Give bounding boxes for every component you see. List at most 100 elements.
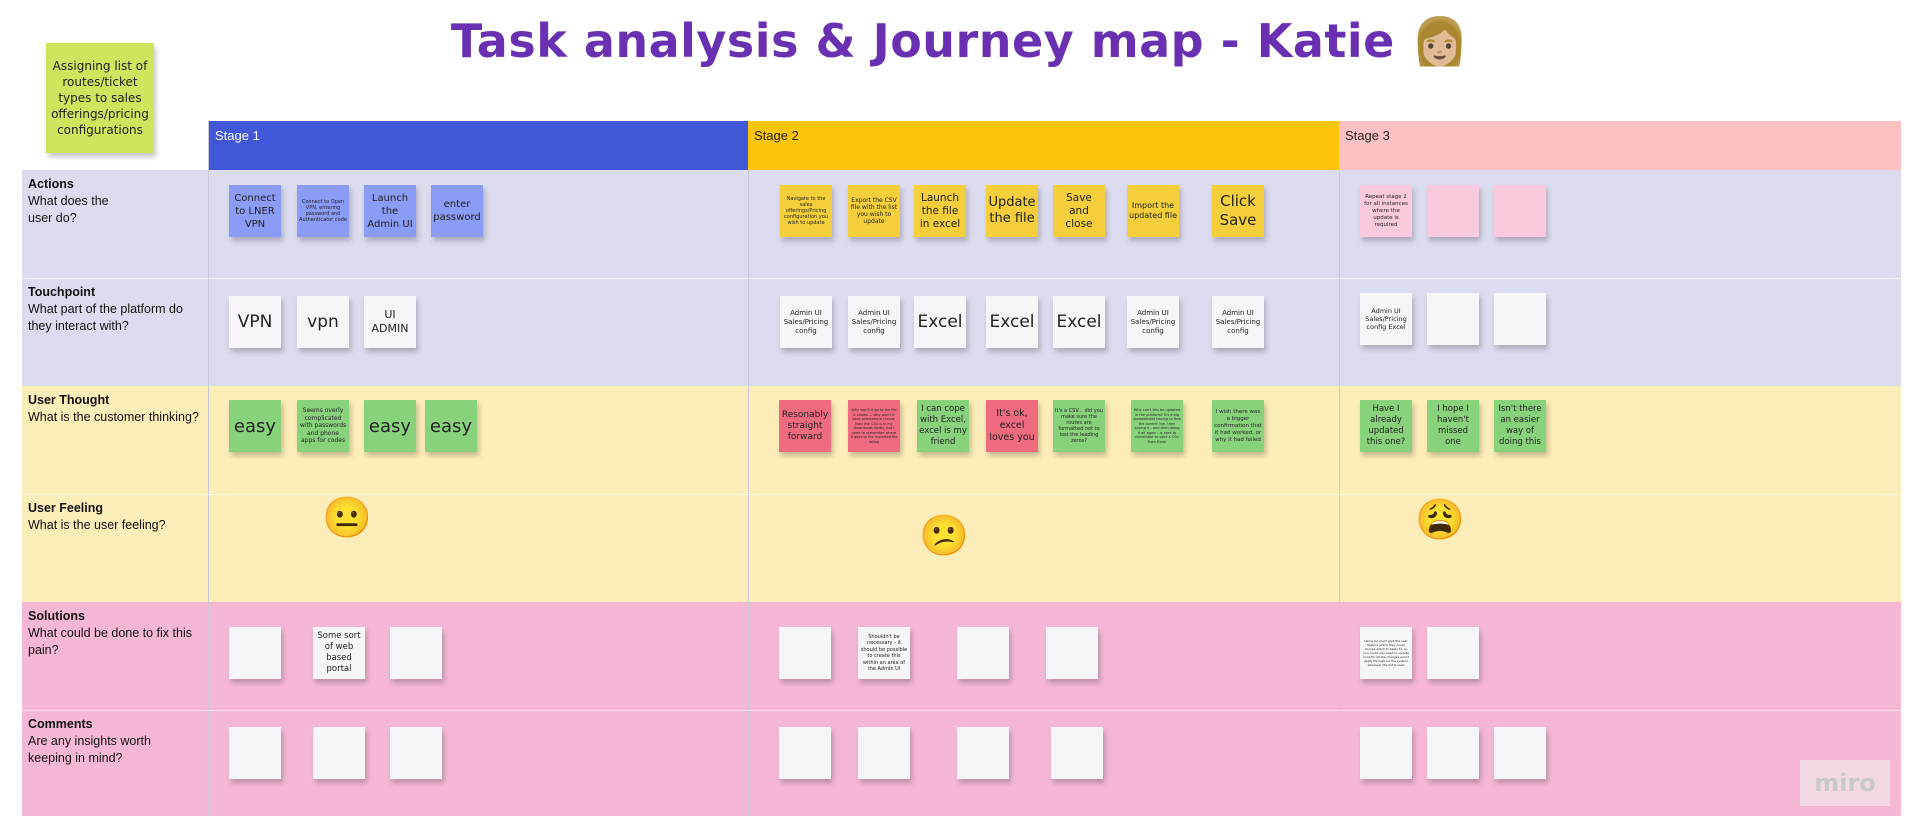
sticky-note-thought[interactable]: I wish there was a bigger confirmation t… — [1212, 400, 1264, 452]
sticky-note-touchpoint[interactable]: vpn — [297, 296, 349, 348]
sticky-note-comment[interactable] — [957, 727, 1009, 779]
note-text: enter password — [433, 199, 481, 223]
grid-divider — [22, 710, 1901, 711]
note-text: easy — [368, 415, 412, 437]
sticky-note-action[interactable]: Connect to Open VPN, entering password a… — [297, 185, 349, 237]
sticky-note-action[interactable]: Save and close — [1053, 185, 1105, 237]
sticky-note-touchpoint[interactable]: Admin UI Sales/Pricing config — [1212, 296, 1264, 348]
sticky-note-thought[interactable]: Why won't it go to the file it shows — w… — [848, 400, 900, 452]
sticky-note-action[interactable]: enter password — [431, 185, 483, 237]
sticky-note-touchpoint[interactable]: Excel — [986, 296, 1038, 348]
note-text: Launch the Admin UI — [367, 192, 413, 230]
sticky-note-action[interactable]: Click Save — [1212, 185, 1264, 237]
sticky-note-comment[interactable] — [1427, 727, 1479, 779]
stage-header-3[interactable]: Stage 3 — [1339, 121, 1901, 170]
sticky-note-solution[interactable] — [779, 627, 831, 679]
sticky-note-touchpoint[interactable]: Excel — [914, 296, 966, 348]
note-text: It's a CSV... did you make sure the rout… — [1055, 408, 1103, 444]
note-text: Click Save — [1219, 192, 1257, 229]
sticky-note-touchpoint[interactable] — [1494, 293, 1546, 345]
sticky-note-thought[interactable]: easy — [364, 400, 416, 452]
sticky-note-action[interactable]: Update the file — [986, 185, 1038, 237]
sticky-note-solution[interactable] — [1427, 627, 1479, 679]
note-text: easy — [429, 415, 473, 437]
note-text: Seems overly complicated with passwords … — [299, 407, 347, 445]
sticky-note-touchpoint[interactable]: Admin UI Sales/Pricing config — [780, 296, 832, 348]
sticky-note-thought[interactable]: Why can't this be updated in the platfor… — [1131, 400, 1183, 452]
sticky-note-comment[interactable] — [1051, 727, 1103, 779]
sticky-note-thought[interactable]: Seems overly complicated with passwords … — [297, 400, 349, 452]
neutral-face-icon[interactable]: 😐 — [322, 496, 372, 540]
sticky-note-action[interactable]: Connect to LNER VPN — [229, 185, 281, 237]
sticky-note-comment[interactable] — [858, 727, 910, 779]
sticky-note-touchpoint[interactable]: Excel — [1053, 296, 1105, 348]
sticky-note-action[interactable]: Navigate to the sales offerings/Pricing … — [780, 185, 832, 237]
sticky-note-touchpoint[interactable]: UI ADMIN — [364, 296, 416, 348]
sticky-note-action[interactable] — [1427, 185, 1479, 237]
note-text: UI ADMIN — [371, 308, 409, 335]
note-text: Why can't this be updated in the platfor… — [1133, 408, 1181, 444]
sticky-note-solution[interactable]: Using (a) could give the user feature wh… — [1360, 627, 1412, 679]
grid-divider — [22, 278, 1901, 279]
sticky-note-thought[interactable]: Resonably straight forward — [779, 400, 831, 452]
sticky-note-solution[interactable] — [957, 627, 1009, 679]
sticky-note-thought[interactable]: easy — [425, 400, 477, 452]
stage-header-2[interactable]: Stage 2 — [748, 121, 1339, 170]
note-text: Launch the file in excel — [919, 191, 961, 230]
grid-divider — [1339, 170, 1340, 816]
sticky-note-solution[interactable] — [1046, 627, 1098, 679]
sticky-note-comment[interactable] — [779, 727, 831, 779]
note-text: Connect to Open VPN, entering password a… — [299, 199, 347, 223]
sticky-note-action[interactable] — [1494, 185, 1546, 237]
sticky-note-header[interactable]: Assigning list of routes/ticket types to… — [46, 43, 154, 153]
sticky-note-touchpoint[interactable] — [1427, 293, 1479, 345]
sticky-note-thought[interactable]: easy — [229, 400, 281, 452]
sticky-note-touchpoint[interactable]: Admin UI Sales/Pricing config Excel — [1360, 293, 1412, 345]
sticky-note-action[interactable]: Launch the file in excel — [914, 185, 966, 237]
sticky-note-solution[interactable] — [229, 627, 281, 679]
sticky-note-comment[interactable] — [229, 727, 281, 779]
sticky-note-comment[interactable] — [1360, 727, 1412, 779]
sticky-note-solution[interactable]: Some sort of web based portal — [313, 627, 365, 679]
sticky-note-comment[interactable] — [390, 727, 442, 779]
note-text: Save and close — [1065, 191, 1093, 230]
sticky-note-action[interactable]: Import the updated file — [1127, 185, 1179, 237]
sticky-note-comment[interactable] — [313, 727, 365, 779]
sticky-note-action[interactable]: Launch the Admin UI — [364, 185, 416, 237]
sticky-note-solution[interactable]: Shouldn't be necessary - it should be po… — [858, 627, 910, 679]
note-text: Admin UI Sales/Pricing config — [783, 308, 829, 335]
note-text: Excel — [917, 312, 963, 332]
sticky-note-thought[interactable]: I can cope with Excel, excel is my frien… — [917, 400, 969, 452]
note-text: Admin UI Sales/Pricing config — [1215, 308, 1261, 335]
sticky-note-thought[interactable]: Isn't there an easier way of doing this — [1494, 400, 1546, 452]
sticky-note-action[interactable]: Export the CSV file with the list you wi… — [848, 185, 900, 237]
note-text: Import the updated file — [1129, 201, 1177, 220]
sticky-note-thought[interactable]: It's a CSV... did you make sure the rout… — [1053, 400, 1105, 452]
stage-header-1[interactable]: Stage 1 — [209, 121, 748, 170]
note-text: Shouldn't be necessary - it should be po… — [860, 633, 908, 673]
note-text: Isn't there an easier way of doing this — [1498, 404, 1542, 447]
note-text: vpn — [307, 312, 339, 332]
board-title: Task analysis & Journey map - Katie 👩🏼 — [450, 14, 1470, 68]
sticky-note-thought[interactable]: It's ok, excel loves you — [986, 400, 1038, 452]
sticky-note-touchpoint[interactable]: Admin UI Sales/Pricing config — [1127, 296, 1179, 348]
confused-face-icon[interactable]: 😕 — [919, 514, 969, 558]
note-text: easy — [233, 415, 277, 437]
sticky-note-touchpoint[interactable]: Admin UI Sales/Pricing config — [848, 296, 900, 348]
sticky-note-solution[interactable] — [390, 627, 442, 679]
note-text: Admin UI Sales/Pricing config Excel — [1365, 307, 1407, 331]
stage-label: Stage 1 — [215, 128, 260, 143]
sticky-note-action[interactable]: Repeat stage 2 for all instances where t… — [1360, 185, 1412, 237]
sticky-note-touchpoint[interactable]: VPN — [229, 296, 281, 348]
sticky-note-thought[interactable]: I hope I haven't missed one — [1427, 400, 1479, 452]
weary-face-icon[interactable]: 😩 — [1415, 498, 1465, 542]
sticky-note-thought[interactable]: Have I already updated this one? — [1360, 400, 1412, 452]
note-text: Resonably straight forward — [781, 409, 829, 442]
note-text: Navigate to the sales offerings/Pricing … — [784, 196, 828, 226]
sticky-note-comment[interactable] — [1494, 727, 1546, 779]
